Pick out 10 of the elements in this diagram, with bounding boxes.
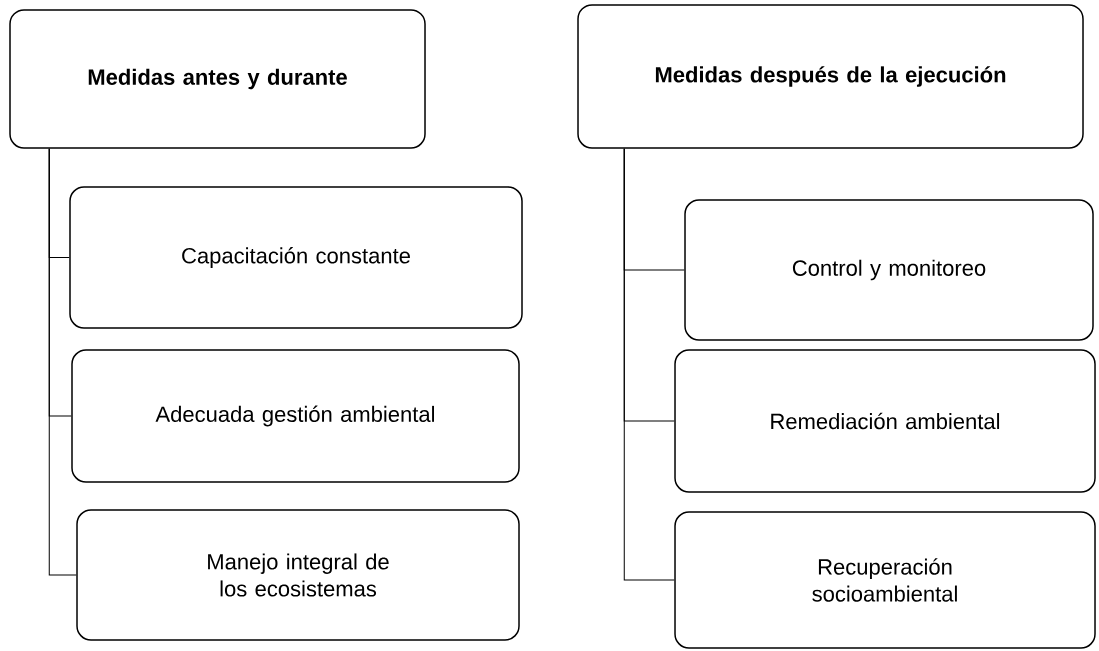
heading-box: Medidas después de la ejecución <box>577 4 1084 149</box>
item-box: Adecuada gestión ambiental <box>71 349 520 483</box>
item-box: Control y monitoreo <box>684 199 1094 341</box>
item-box: Remediación ambiental <box>674 349 1096 493</box>
item-box: Recuperación socioambiental <box>674 511 1096 649</box>
connector-line <box>623 148 675 581</box>
item-box: Manejo integral de los ecosistemas <box>76 509 520 641</box>
connector-line <box>48 148 77 576</box>
heading-box: Medidas antes y durante <box>9 9 426 149</box>
item-box: Capacitación constante <box>69 186 523 329</box>
